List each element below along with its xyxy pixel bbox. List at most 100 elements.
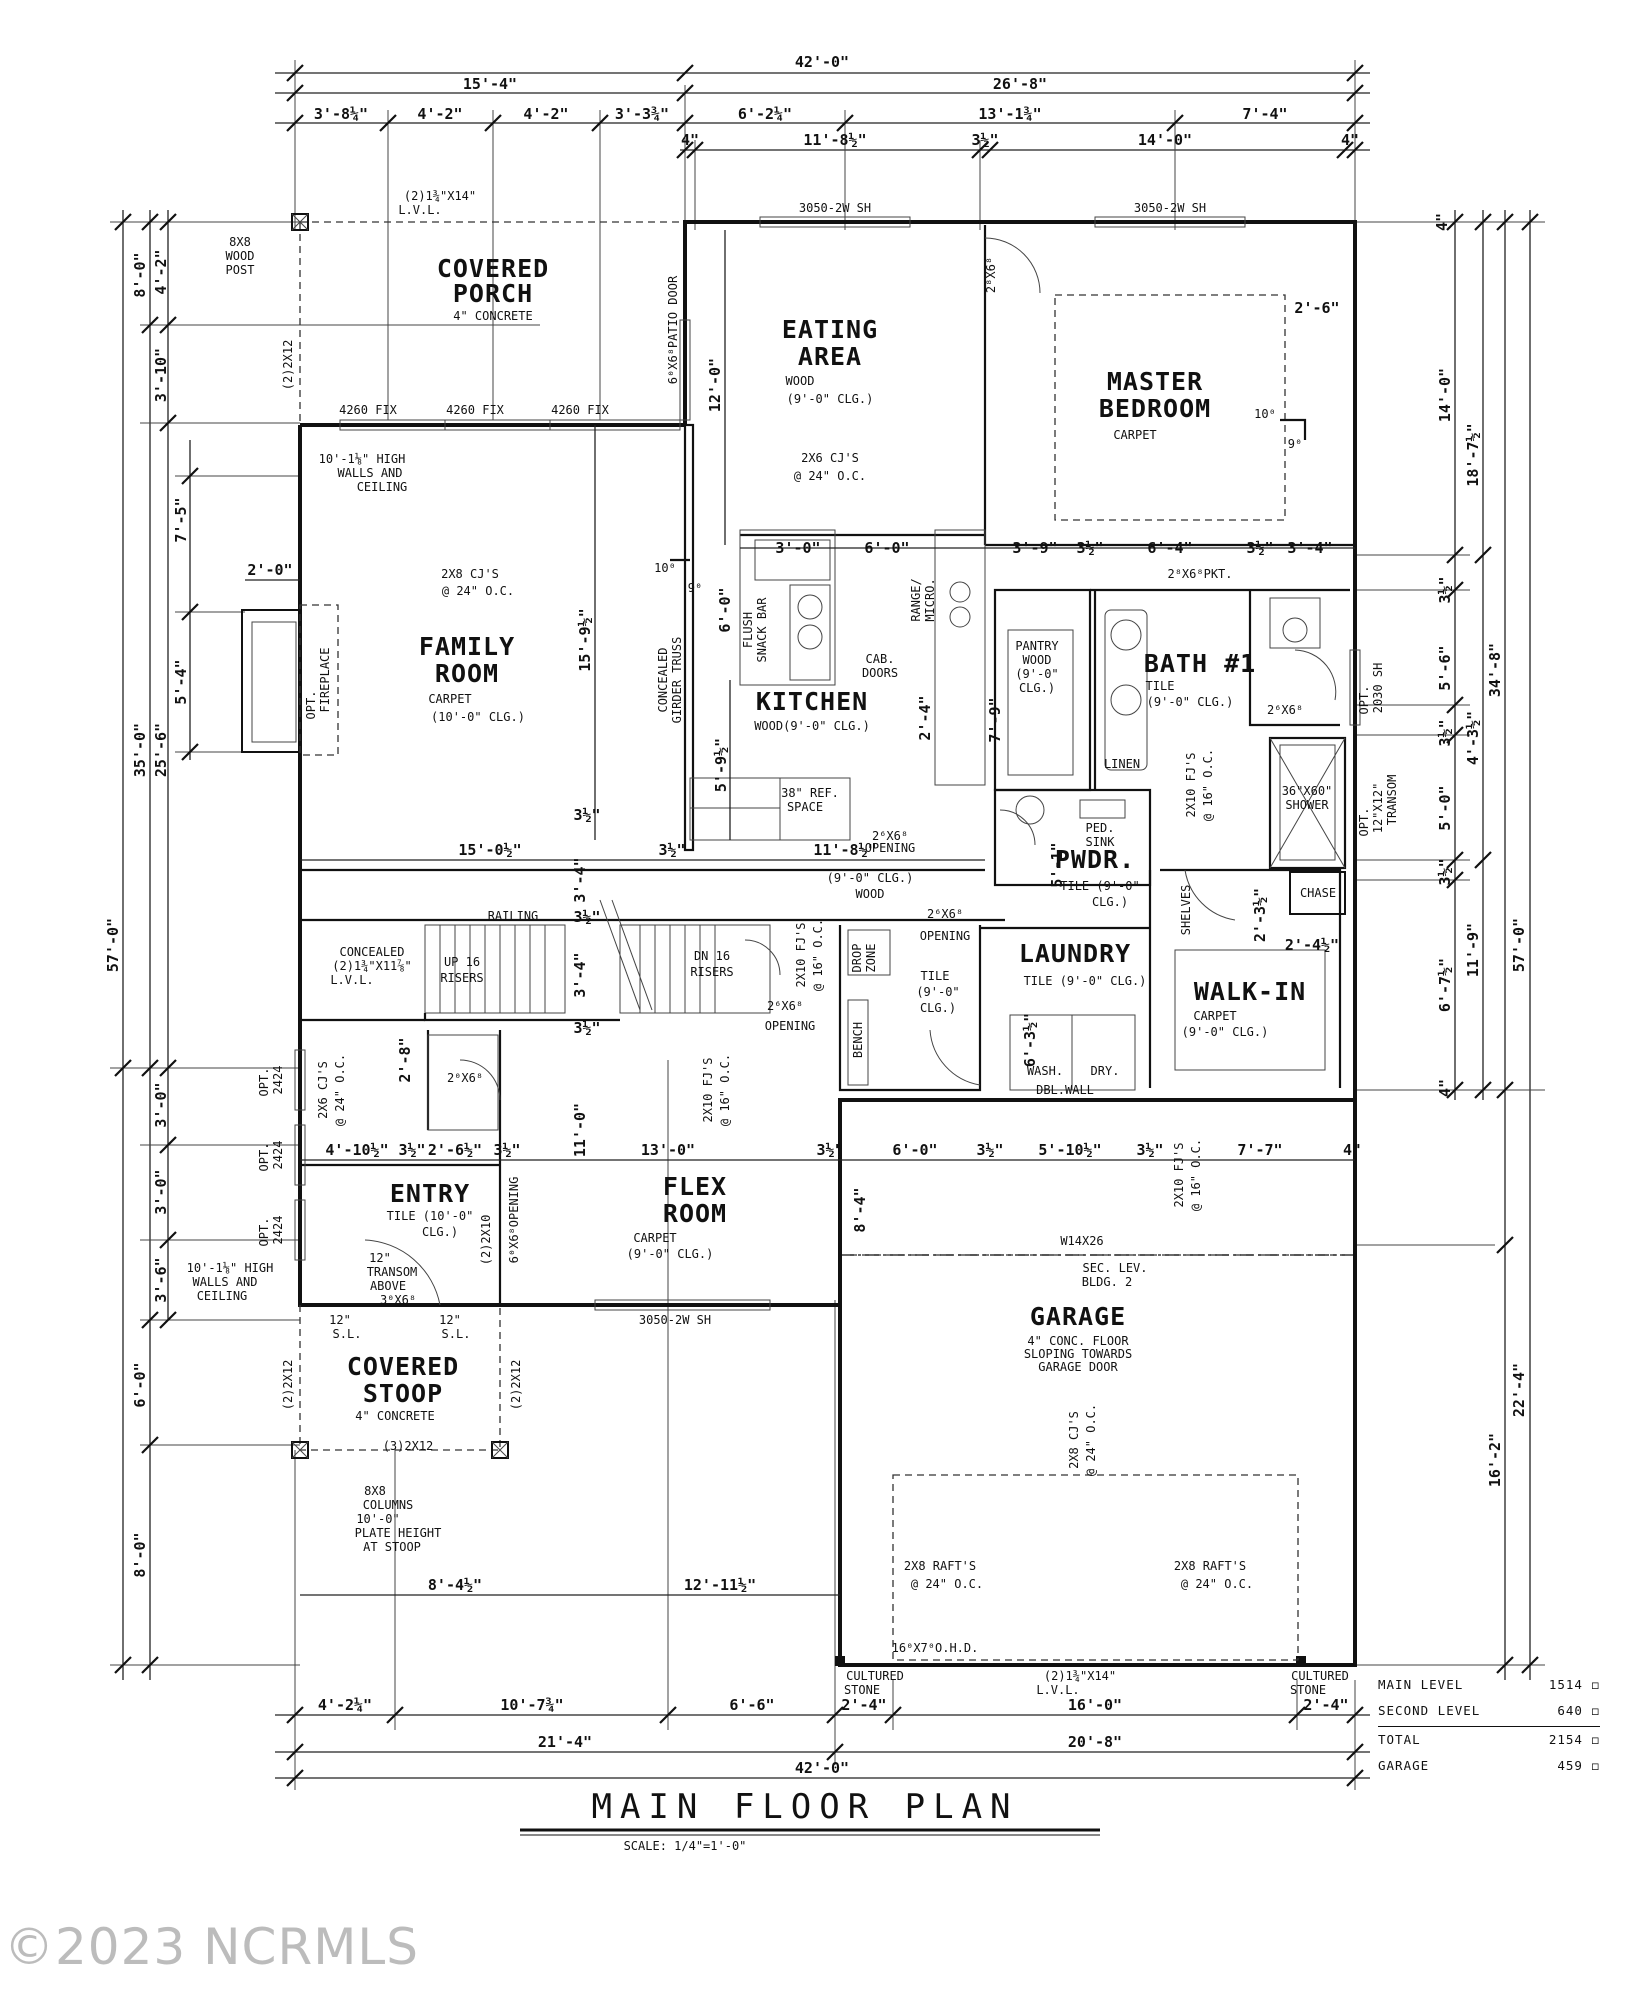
dim-row-entry-11: 7'-7" (1237, 1141, 1282, 1159)
dim-porch-2: 2'-0" (247, 561, 292, 579)
dim-row-master-1: 3'-9" (1012, 539, 1057, 557)
area-row-total: TOTAL 2154 ◻ (1378, 1727, 1600, 1753)
note-raft-r1: 2X8 RAFT'S (1174, 1559, 1246, 1573)
entry-detail-1: TILE (10'-0" (387, 1209, 474, 1223)
note-bath-door: 2⁶X6⁸ (1267, 703, 1303, 717)
note-shower-2: SHOWER (1285, 798, 1329, 812)
dim-bottom-6: 2'-4" (1303, 1696, 1348, 1714)
note-garage-cj-1: 2X8 CJ'S (1067, 1411, 1081, 1469)
note-cab-1: CAB. (866, 652, 895, 666)
note-bench: BENCH (851, 1022, 865, 1058)
right-dimensions: 4" 14'-0" 18'-7½" 3½" 5'-6" 34'-8" 3½" 4… (1355, 210, 1545, 1680)
dim-right-4: 3½" (1436, 576, 1454, 603)
dim-top-row4-4: 14'-0" (1138, 131, 1192, 149)
room-bath1: BATH #1 (1144, 649, 1256, 678)
note-wash: WASH. (1027, 1064, 1063, 1078)
note-pantry-3: (9'-0" (1015, 667, 1058, 681)
note-post-1: 8X8 (229, 235, 251, 249)
area-value: 640 ◻ (1557, 1703, 1600, 1718)
dim-top-row4-5: 4" (1341, 131, 1359, 149)
note-cultured-r1: CULTURED (1291, 1669, 1349, 1683)
note-opt-window-2b: 2424 (271, 1141, 285, 1170)
dim-row-entry-6: 3½" (816, 1141, 843, 1159)
note-range-1: RANGE/ (909, 578, 923, 621)
note-stair-beam-3: L.V.L. (330, 973, 373, 987)
note-ref-1: 38" REF. (781, 786, 839, 800)
note-stoop-beam: (3)2X12 (383, 1439, 434, 1453)
dim-st-35: 3½" (573, 908, 600, 926)
dim-k-row-1: 3½" (658, 841, 685, 859)
note-opening-6068: 6⁰X6⁸OPENING (507, 1177, 521, 1264)
note-girder-1: CONCEALED (656, 647, 670, 712)
note-dn16-2: RISERS (690, 965, 733, 979)
note-garage-fj-2: @ 16" O.C. (1189, 1139, 1203, 1211)
dim-family-w: 15'-0½" (458, 841, 521, 859)
note-high-walls-3: CEILING (357, 480, 408, 494)
dim-bottom-total: 42'-0" (795, 1759, 849, 1777)
note-sl-b2: S.L. (442, 1327, 471, 1341)
dim-bottom-5: 16'-0" (1068, 1696, 1122, 1714)
plan-scale: SCALE: 1/4"=1'-0" (624, 1839, 747, 1853)
note-eating-cj-1: 2X6 CJ'S (801, 451, 859, 465)
note-transom-3: TRANSOM (1385, 775, 1399, 826)
area-row-garage: GARAGE 459 ◻ (1378, 1753, 1600, 1779)
dim-left-10: 3'-0" (152, 1169, 170, 1214)
dim-w-24: 2'-4½" (1285, 936, 1339, 954)
note-chase: CHASE (1300, 886, 1336, 900)
dim-top-total: 42'-0" (795, 53, 849, 71)
note-stoop-side-l: (2)2X12 (281, 1360, 295, 1411)
dim-right-11: 11'-9" (1464, 923, 1482, 977)
note-raft-r2: @ 24" O.C. (1181, 1577, 1253, 1591)
dim-kitchen-60: 6'-0" (864, 539, 909, 557)
porch-detail: 4" CONCRETE (453, 309, 532, 323)
note-transom-1: OPT. (1357, 808, 1371, 837)
area-summary: MAIN LEVEL 1514 ◻ SECOND LEVEL 640 ◻ TOT… (1378, 1672, 1600, 1779)
dim-top-left: 15'-4" (463, 75, 517, 93)
note-entry-door: 2⁰X6⁸ (447, 1071, 483, 1085)
note-wood-clg-2: WOOD (856, 887, 885, 901)
dim-row-entry-9: 5'-10½" (1038, 1141, 1101, 1159)
note-high-walls-e2: WALLS AND (192, 1275, 257, 1289)
dim-row-master-2: 3½" (1076, 539, 1103, 557)
dim-row-master-4: 3½" (1246, 539, 1273, 557)
plan-title-block: MAIN FLOOR PLAN SCALE: 1/4"=1'-0" (520, 1787, 1100, 1853)
top-dimensions: 42'-0" 15'-4" 26'-8" 3'-8¼" 4'-2" 4'-2" … (275, 53, 1370, 420)
dim-kitchen-h: 5'-9½" (712, 738, 730, 792)
dim-bottom-3: 6'-6" (729, 1696, 774, 1714)
garage-detail-3: GARAGE DOOR (1038, 1360, 1118, 1374)
dim-top-row3-7: 7'-4" (1242, 105, 1287, 123)
note-mud-tile-2: (9'-0" (916, 985, 959, 999)
room-covered-porch-1: COVERED (437, 254, 549, 283)
note-raft-l1: 2X8 RAFT'S (904, 1559, 976, 1573)
notes: 8X8 WOOD POST (2)1¾"X14" L.V.L. (2)2X12 … (187, 189, 1399, 1697)
note-stair-beam-1: CONCEALED (339, 945, 404, 959)
note-window-fix-1: 4260 FIX (339, 403, 398, 417)
flex-detail-1: CARPET (633, 1231, 676, 1245)
kitchen-detail: WOOD(9'-0" CLG.) (754, 719, 870, 733)
note-opening-b: OPENING (920, 929, 971, 943)
area-divider (1378, 1726, 1600, 1727)
dim-k-6: 6'-0" (716, 587, 734, 632)
note-opt-window-1b: 2424 (271, 1066, 285, 1095)
dim-top-row3-6: 13'-1¾" (978, 105, 1041, 123)
note-fireplace-1: OPT. (304, 691, 318, 720)
note-porch-side: (2)2X12 (281, 340, 295, 391)
note-transom-entry-1: 12" (369, 1251, 391, 1265)
room-stoop-2: STOOP (363, 1379, 443, 1408)
note-window-bath-1: OPT. (1357, 686, 1371, 715)
dim-right-5: 5'-6" (1436, 645, 1454, 690)
note-family-cj-2: @ 24" O.C. (442, 584, 514, 598)
dim-left-3: 3'-10" (152, 348, 170, 402)
dim-top-row4-1: 4" (681, 131, 699, 149)
note-pantry-2: WOOD (1023, 653, 1052, 667)
note-railing: RAILING (488, 909, 539, 923)
note-transom-entry-4: 3⁰X6⁸ (380, 1293, 416, 1307)
note-garage-door: 16⁰X7⁰O.H.D. (892, 1641, 979, 1655)
note-opening-26b: 2⁶X6⁸ (927, 907, 963, 921)
dim-st-34: 3'-4" (571, 952, 589, 997)
note-snack-2: SNACK BAR (755, 597, 769, 663)
room-labels: COVERED PORCH 4" CONCRETE EATING AREA WO… (347, 254, 1305, 1423)
dim-master-90: 9⁰ (1288, 437, 1302, 451)
porch-post (291, 213, 309, 231)
chase (1289, 871, 1346, 915)
